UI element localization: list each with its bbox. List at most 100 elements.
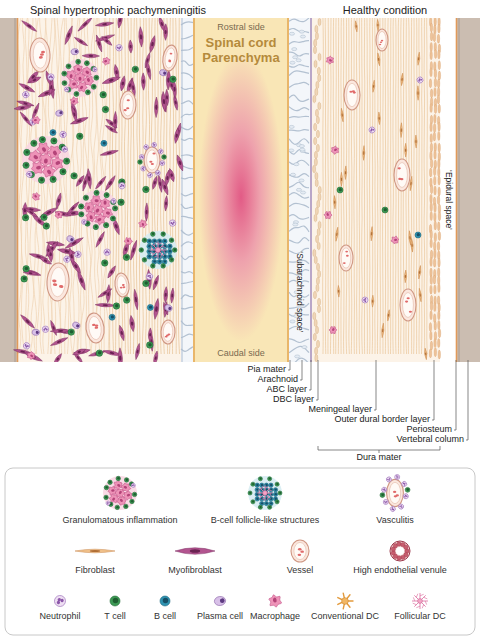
fibroblast-nucleus: [411, 244, 413, 248]
t-cell: [380, 493, 385, 498]
neutrophil: [104, 249, 111, 256]
arachnoid-cell: [300, 191, 305, 194]
b-cell: [167, 249, 172, 254]
t-cell-body: [43, 223, 49, 229]
myofibroblast-nucleus: [109, 351, 114, 354]
vessel: [387, 479, 404, 506]
t-cell-nucleus: [23, 277, 27, 281]
dbc-cell: [313, 249, 316, 257]
neutrophil-body: [398, 503, 405, 510]
dbc-cell: [316, 235, 319, 243]
outer-dural-border-cell: [434, 50, 436, 59]
fdc-branch: [416, 594, 418, 598]
legend-text: Macrophage: [250, 611, 300, 621]
arachnoid-trabecula: [181, 347, 193, 352]
fibroblast: [400, 73, 403, 86]
myofibroblast-body: [31, 214, 48, 228]
neutrophil: [383, 499, 388, 504]
t-cell-nucleus: [25, 267, 29, 271]
arachnoid-cell: [292, 48, 297, 51]
myofibroblast-nucleus: [73, 112, 76, 117]
outer-dural-border-cell: [430, 230, 432, 239]
neutrophil: [157, 148, 164, 155]
t-cell-body: [68, 329, 74, 335]
t-cell-body: [251, 500, 255, 504]
t-cell-body: [50, 176, 56, 182]
fibroblast-nucleus: [382, 328, 384, 332]
t-cell-body: [104, 485, 108, 489]
plasma-cell-nucleus: [220, 598, 225, 603]
myofibroblast-body: [168, 168, 176, 182]
t-cell-nucleus: [144, 187, 148, 191]
outer-dural-border-cell: [433, 33, 435, 42]
outer-dural-border-cell: [438, 339, 440, 348]
red-blood-cell: [120, 287, 123, 289]
leader-line: [432, 360, 434, 420]
arachnoid-trabecula: [289, 193, 309, 199]
collagen-fiber: [322, 18, 324, 354]
collagen-fiber: [372, 18, 374, 354]
plasma-cell-nucleus: [168, 306, 172, 310]
t-cell-nucleus: [24, 216, 28, 220]
arachnoid-trabecula: [289, 150, 309, 155]
t-cell-body: [113, 206, 118, 211]
myofibroblast-body: [153, 298, 161, 319]
myofibroblast-body: [148, 35, 156, 53]
red-blood-cell: [127, 99, 130, 101]
t-cell-nucleus: [134, 67, 138, 71]
myofibroblast-nucleus: [166, 95, 168, 99]
myofibroblast-nucleus: [135, 297, 138, 303]
neutrophil-body: [25, 170, 33, 178]
myofibroblast: [160, 178, 170, 195]
legend-sample: [338, 593, 353, 609]
t-cell: [113, 303, 119, 309]
myofibroblast: [118, 325, 126, 341]
outer-dural-border-cell: [430, 143, 432, 152]
fdc-branch: [151, 246, 153, 250]
myofibroblast: [95, 231, 106, 248]
macrophage-nucleus: [95, 208, 100, 213]
fibroblast: [378, 112, 381, 125]
t-cell-nucleus: [259, 506, 261, 508]
t-cell: [169, 258, 174, 263]
t-cell-nucleus: [148, 343, 152, 347]
b-cell: [109, 314, 115, 320]
t-cell-nucleus: [117, 477, 119, 479]
t-cell: [74, 91, 79, 96]
myofibroblast-body: [70, 106, 78, 123]
granuloma: [103, 476, 137, 510]
neutrophil-body: [47, 74, 54, 81]
red-blood-cell: [126, 107, 129, 109]
collagen-fiber: [343, 18, 345, 354]
t-cell-body: [83, 195, 88, 200]
legend-sample: [175, 548, 215, 555]
cuboidal-endothelium: [391, 551, 395, 555]
collagen-fiber: [27, 18, 30, 354]
macrophage-nucleus: [394, 238, 397, 241]
vessel-lumen: [147, 150, 158, 170]
fibroblast-body: [75, 549, 115, 553]
neutrophil-body: [403, 493, 409, 499]
dbc-cell: [318, 74, 321, 82]
vessel: [400, 289, 416, 321]
outer-dural-border-cell: [430, 212, 432, 221]
fibroblast-nucleus: [378, 58, 380, 62]
t-cell: [60, 169, 66, 175]
myofibroblast-nucleus: [114, 224, 118, 229]
myofibroblast-nucleus: [52, 326, 55, 331]
red-blood-cell: [151, 163, 154, 165]
fibroblast-nucleus: [409, 236, 411, 240]
b-cell-body: [152, 239, 157, 244]
fdc-branch: [154, 242, 156, 246]
neutrophil-nucleus-lobe: [364, 300, 366, 302]
fibroblast-nucleus: [405, 275, 406, 278]
dbc-cell: [315, 179, 318, 187]
collagen-fiber: [335, 18, 337, 354]
plasma-cell: [214, 596, 226, 606]
vessel-lumen: [122, 94, 133, 116]
myofibroblast: [94, 175, 107, 190]
legend-text: Plasma cell: [197, 611, 243, 621]
t-cell-body: [91, 84, 96, 89]
myofibroblast-nucleus: [174, 100, 177, 104]
neutrophil-body: [42, 326, 49, 333]
